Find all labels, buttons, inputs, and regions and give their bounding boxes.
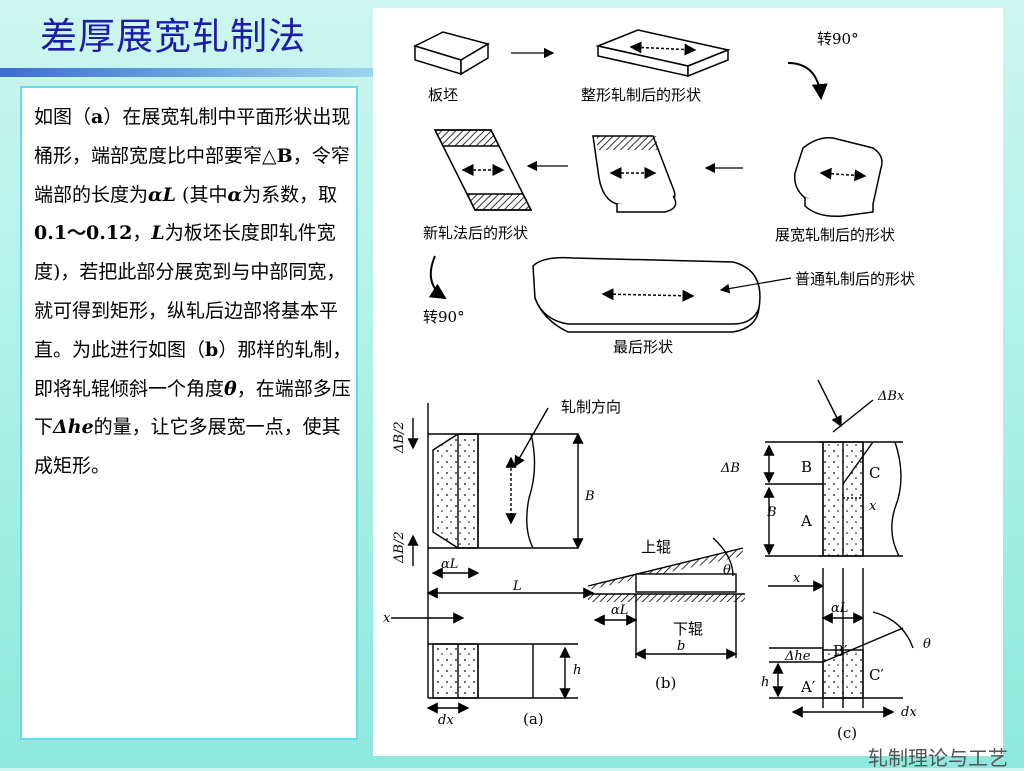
label-final: 最后形状 [613,338,673,356]
final-plate [532,256,761,333]
label-b-b: b [677,639,685,654]
body-text-segment: ，令窄端部的长度为 [34,144,350,206]
label-c-B: B [801,458,812,476]
body-text-segment: ， [132,222,152,245]
footer-course-title: 轧制理论与工艺 [868,746,1008,770]
label-a-dB2-bot: ΔB/2 [392,531,407,564]
body-text-segment: b [205,338,219,361]
pointer-normal [719,277,792,294]
body-text-segment: 的量，让它多展宽一点，使其成矩形。 [34,416,341,478]
body-text-segment: a [91,106,104,128]
caption-c: (c) [837,724,857,742]
label-a-h: h [573,663,581,678]
label-c-aL: αL [831,601,848,616]
page-title: 差厚展宽轧制法 [40,15,306,58]
label-rotate2: 转90° [423,308,465,326]
body-text-segment: 如图（ [34,106,92,128]
label-c-C: C [869,464,880,482]
body-text: 如图（a）在展宽轧制中平面形状出现桶形，端部宽度比中部要窄△B，令窄端部的长度为… [34,98,354,486]
label-shaped: 整形轧制后的形状 [581,86,701,104]
body-text-segment: L [151,222,165,245]
title-underline-bar [0,68,375,77]
label-c-Cp: C′ [869,666,884,684]
label-a-dx: dx [438,713,454,728]
rotate-arrow-2 [428,255,447,300]
body-text-segment: αL [148,183,176,206]
label-slab: 板坯 [428,86,458,104]
body-text-segment: ，在端部多压下 [34,377,351,439]
label-a-aL: αL [441,557,458,572]
label-a-x: x [383,611,391,626]
label-a-B: B [584,489,595,504]
label-a-L: L [512,579,522,594]
body-text-segment: θ [224,377,237,400]
body-text-segment: ）那样的轧制，即将轧辊倾斜一个角度 [34,338,352,400]
label-c-Bdim: B [766,505,777,520]
label-lower-roll: 下辊 [673,620,703,638]
widened-plate [793,136,883,218]
new-method-plate [433,129,533,211]
body-text-segment: ）在展宽轧制中平面形状出现桶形，端部宽度比中部要窄△ [34,106,351,167]
body-text-segment: 为板坯长度即轧件宽度)，若把此部分展宽到与中部同宽，就可得到矩形，纵轧后边部将基… [34,222,346,361]
label-c-Ap: A′ [800,678,816,696]
caption-b: (b) [655,674,676,692]
figure-panel: 板坯 整形轧制后的形状 转90° 展宽轧制后的形状 新轧法后的形状 转90° 普… [373,8,1003,756]
body-text-segment: 为系数，取 [242,183,338,206]
rolling-diagram: 板坯 整形轧制后的形状 转90° 展宽轧制后的形状 新轧法后的形状 转90° 普… [383,29,931,742]
label-b-theta: θ [723,563,731,578]
label-rolling-dir: 轧制方向 [561,398,621,416]
label-upper-roll: 上辊 [641,538,671,556]
trimmed-plate [592,135,677,213]
slab-shape [412,31,490,76]
label-c-h: h [761,675,769,690]
body-text-segment: (其中 [176,183,228,206]
label-a-dB2-top: ΔB/2 [392,421,407,454]
label-rotate1: 转90° [817,30,859,48]
label-c-dhe: Δhe [784,649,811,664]
caption-a: (a) [523,710,544,728]
label-new-method: 新轧法后的形状 [423,224,528,242]
rotate-arrow-1 [787,62,828,100]
figure-c [763,379,914,718]
text-panel: 如图（a）在展宽轧制中平面形状出现桶形，端部宽度比中部要窄△B，令窄端部的长度为… [20,86,358,740]
label-c-dBx: ΔBx [877,389,905,404]
label-b-aL: αL [611,603,628,618]
figure-b [587,537,745,660]
shaped-plate [595,29,731,78]
label-normal: 普通轧制后的形状 [795,270,915,288]
label-c-x-side: x [869,499,877,514]
label-c-A: A [800,512,812,530]
label-c-theta: θ [923,637,931,652]
label-widening: 展宽轧制后的形状 [775,226,895,244]
body-text-segment: B [276,144,293,167]
figure-a [391,403,595,714]
label-c-dB: ΔB [720,461,740,476]
body-text-segment: Δhe [53,416,94,439]
label-c-dx: dx [901,705,917,720]
body-text-segment: 0.1～0.12 [34,222,133,245]
label-c-Bp: B′ [833,642,848,660]
body-text-segment: α [227,183,243,206]
label-c-x-left: x [793,571,801,586]
